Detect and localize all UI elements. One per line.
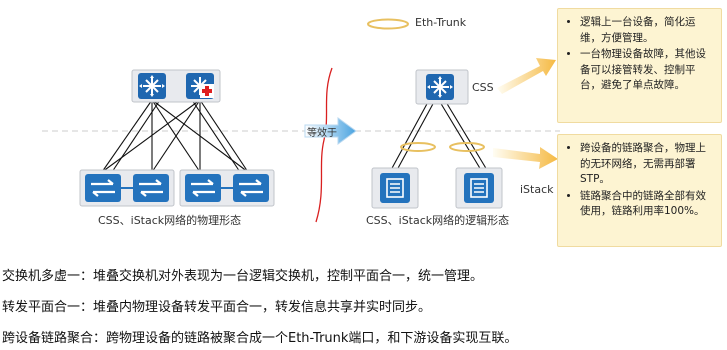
description-line: 交换机多虚一：堆叠交换机对外表现为一台逻辑交换机，控制平面合一，统一管理。 [2,269,484,284]
istack-label: iStack [520,183,554,196]
physical-links [101,99,249,173]
callout-arrow-bottom [493,147,558,169]
benefit-note-top: 逻辑上一台设备，简化运维，方便管理。 一台物理设备故障，其他设备可以接管转发、控… [557,8,722,123]
note-item: 跨设备的链路聚合，物理上的无环网络，无需再部署STP。 [580,141,715,188]
callout-arrow-top [497,58,556,94]
break-line [315,67,333,223]
equivalent-arrow [304,117,357,145]
logical-caption: CSS、iStack网络的逻辑形态 [366,214,510,227]
router-icon [426,74,454,100]
equivalent-label: 等效于 [307,128,337,139]
note-item: 链路聚合中的链路全部有效使用，链路利用率100%。 [580,189,715,220]
description-line: 跨设备链路聚合：跨物理设备的链路被聚合成一个Eth-Trunk端口，和下游设备实… [2,331,518,346]
switch-icon [185,174,221,202]
eth-trunk-ellipse [449,142,485,152]
eth-trunk-ellipse [400,142,436,152]
css-label: CSS [472,81,494,94]
switch-icon [133,174,169,202]
stack-switch-icon [380,173,410,203]
legend-label: Eth-Trunk [415,16,467,29]
benefit-note-bottom: 跨设备的链路聚合，物理上的无环网络，无需再部署STP。 链路聚合中的链路全部有效… [557,134,722,247]
stack-switch-icon [464,173,494,203]
physical-caption: CSS、iStack网络的物理形态 [98,214,242,227]
description-line: 转发平面合一：堆叠内物理设备转发平面合一，转发信息共享并实时同步。 [2,300,432,315]
router-icon [138,73,166,99]
switch-icon [233,174,269,202]
note-item: 一台物理设备故障，其他设备可以接管转发、控制平台，避免了单点故障。 [580,47,715,94]
eth-trunk-legend-ellipse [367,18,409,30]
note-item: 逻辑上一台设备，简化运维，方便管理。 [580,15,715,46]
switch-icon [85,174,121,202]
router-fault-icon [186,73,214,99]
logical-links [390,101,488,171]
